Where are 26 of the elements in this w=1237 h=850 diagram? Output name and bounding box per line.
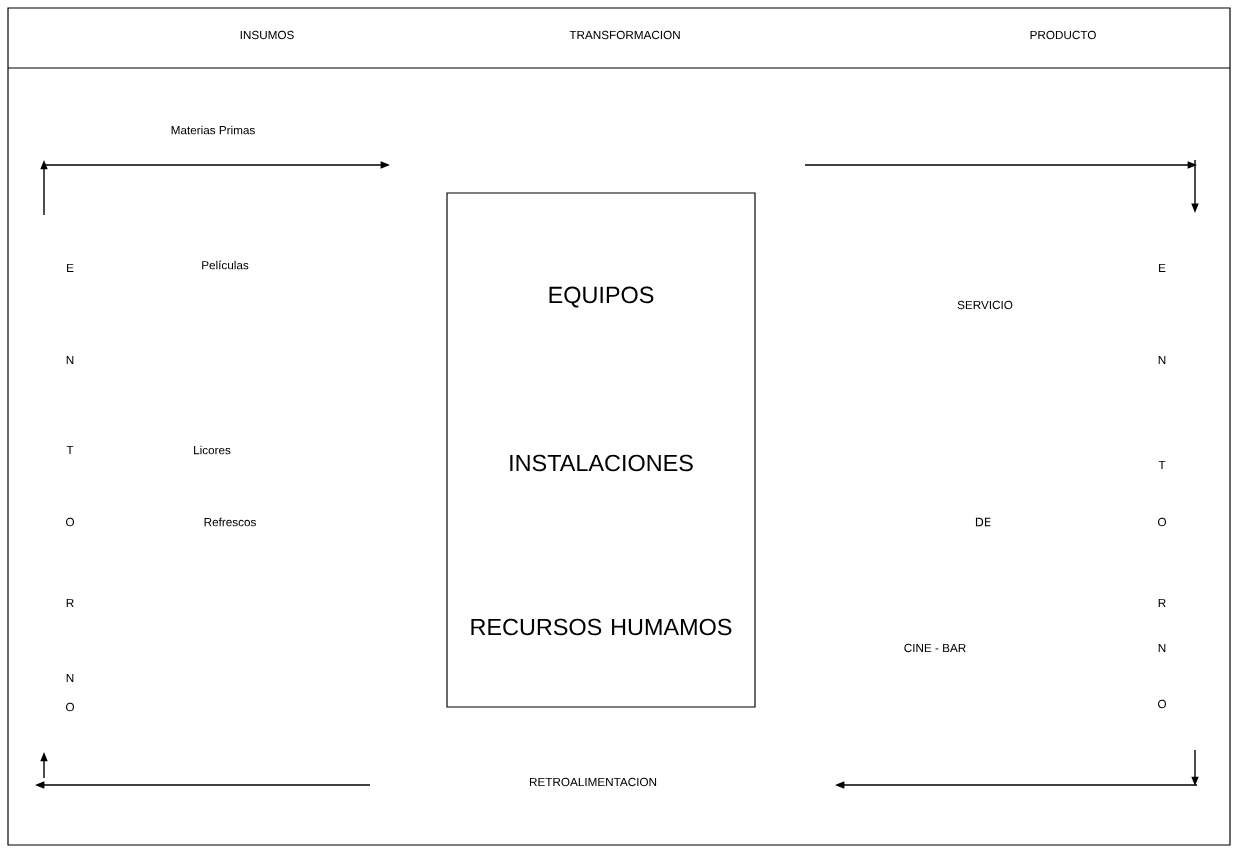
label: TRANSFORMACION [569, 30, 680, 40]
label: Licores [194, 445, 231, 455]
label: INSUMOS [240, 30, 294, 40]
label: Materias Primas [171, 125, 255, 135]
label: DE [975, 517, 991, 527]
label: N [1158, 355, 1166, 365]
label: O [1158, 699, 1166, 709]
label: N [1158, 643, 1166, 653]
label: E [67, 263, 74, 272]
label: T [66, 445, 74, 455]
label: Refrescos [204, 517, 256, 527]
label: RETROALIMENTACION [529, 777, 657, 787]
label: E [1159, 263, 1166, 272]
label: N [66, 673, 74, 683]
label: N [66, 355, 74, 365]
label: Películas [202, 260, 249, 270]
label: O [66, 517, 74, 527]
label: CINE - BAR [904, 643, 966, 653]
label: R [1158, 598, 1166, 608]
label: SERVICIO [957, 300, 1013, 310]
label: R [66, 598, 74, 608]
label: PRODUCTO [1030, 30, 1096, 40]
process-box: EQUIPOS INSTALACIONES RECURSOS HUMAMOS [446, 192, 756, 708]
label: O [66, 702, 74, 712]
label: T [1158, 460, 1166, 470]
label: O [1158, 517, 1166, 527]
